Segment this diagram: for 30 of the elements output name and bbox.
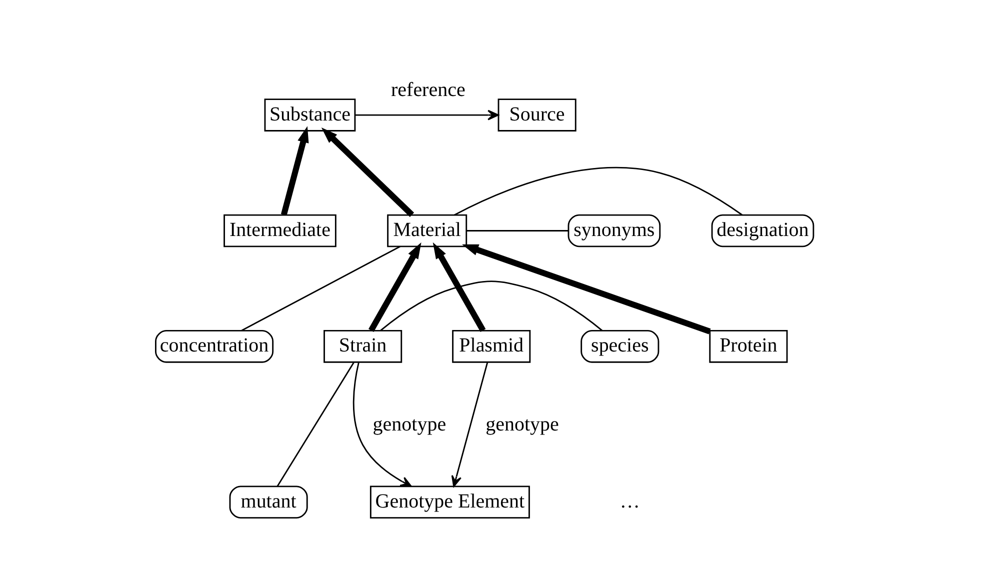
connector xyxy=(276,362,354,487)
node-box: mutant xyxy=(229,486,308,519)
node-box: Material xyxy=(387,214,468,248)
node-box: Intermediate xyxy=(224,214,336,248)
arrow xyxy=(355,110,499,120)
node-box: concentration xyxy=(155,330,274,363)
node-box: Protein xyxy=(709,330,788,363)
arrow xyxy=(321,127,414,217)
node-box: Genotype Element xyxy=(370,486,530,519)
arrow xyxy=(462,244,711,334)
edge-label: genotype xyxy=(372,413,446,436)
connector xyxy=(454,166,742,216)
node-box: designation xyxy=(711,214,814,248)
arrow xyxy=(432,242,486,332)
connector xyxy=(466,230,568,232)
arrow xyxy=(280,126,309,216)
arrow xyxy=(352,362,412,487)
arrow xyxy=(451,362,488,488)
node-box: Plasmid xyxy=(452,330,531,363)
edge-label: reference xyxy=(391,79,466,102)
node-box: Substance xyxy=(264,98,356,132)
edge-label: genotype xyxy=(486,413,559,436)
connector xyxy=(241,246,400,332)
label: … xyxy=(620,490,640,512)
node-box: Source xyxy=(498,98,576,132)
node-box: Strain xyxy=(324,330,402,363)
node-box: species xyxy=(580,330,660,363)
node-box: synonyms xyxy=(568,214,661,248)
arrow xyxy=(368,242,422,332)
connector xyxy=(380,280,603,332)
